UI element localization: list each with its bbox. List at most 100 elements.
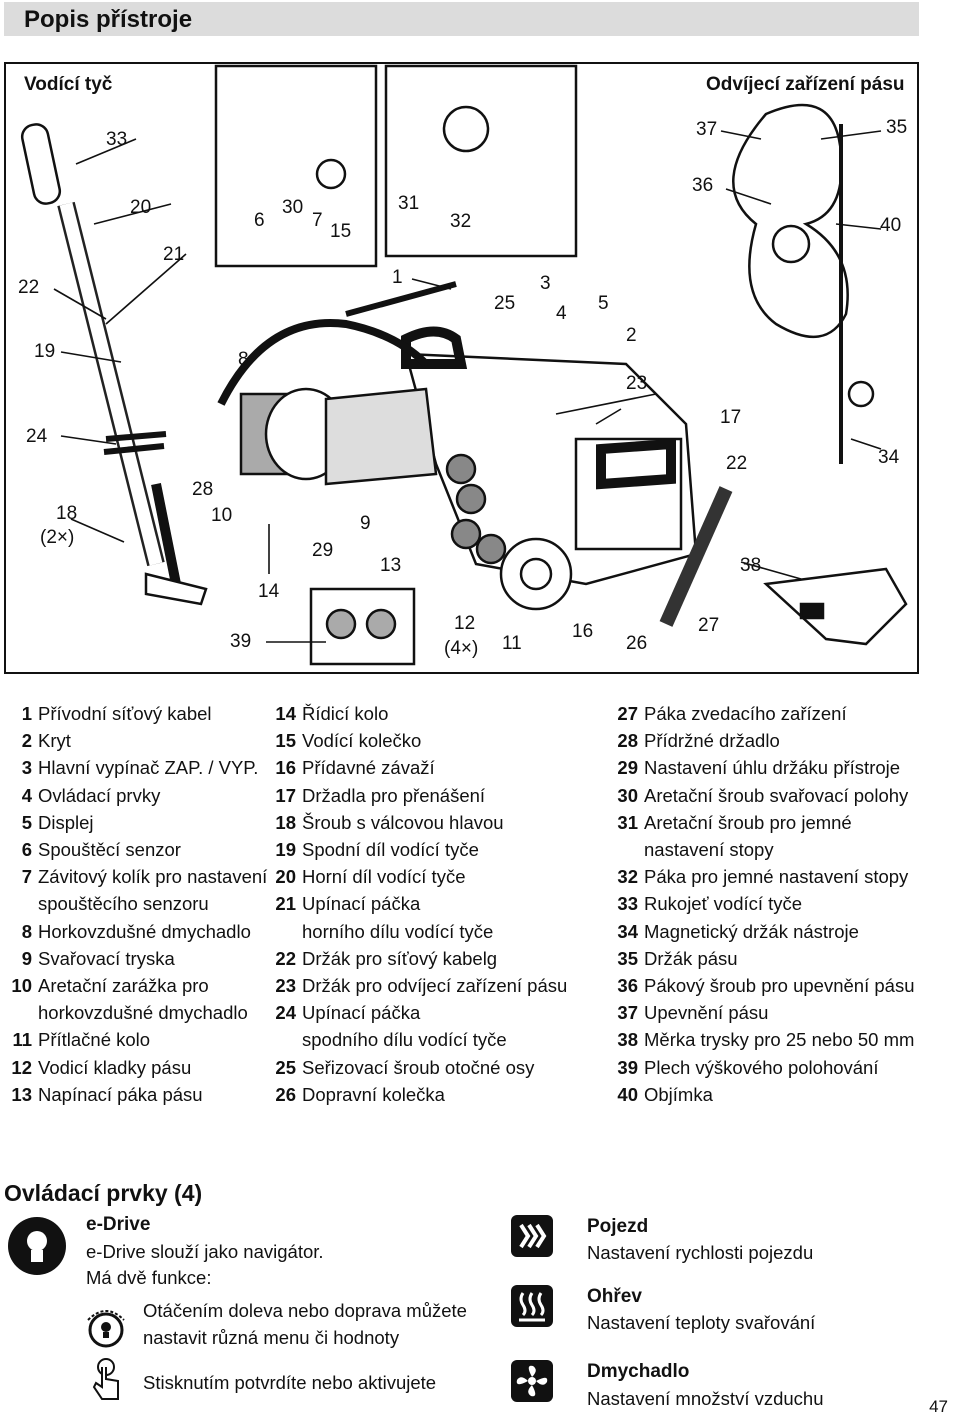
legend-item: horního dílu vodící tyče (270, 918, 567, 945)
legend-text: Přídavné závaží (302, 757, 435, 779)
callout: (4×) (444, 638, 479, 659)
legend-text: Vodicí kladky pásu (38, 1056, 192, 1078)
legend-item: 27 Páka zvedacího zařízení (612, 700, 914, 727)
legend-number: 24 (275, 1002, 296, 1024)
legend-text: Aretační zarážka pro (38, 975, 209, 997)
callout: 39 (230, 631, 252, 652)
legend-number: 16 (275, 757, 296, 779)
legend-number: 14 (275, 703, 296, 724)
legend-number: 3 (21, 757, 32, 779)
guide-bar-handle (20, 123, 62, 205)
callout: 9 (360, 513, 371, 534)
legend-number: 29 (617, 757, 638, 779)
legend-text: Hlavní vypínač ZAP. / VYP. (38, 757, 259, 779)
legend-text: Displej (38, 811, 94, 833)
callout: 22 (726, 453, 748, 474)
heat-text: Nastavení teploty svařování (587, 1312, 816, 1333)
callout: 18 (56, 503, 78, 524)
edrive-press: Stisknutím potvrdíte nebo aktivujete (143, 1372, 437, 1393)
legend-text: Páka zvedacího zařízení (644, 703, 847, 724)
fan-icon (511, 1360, 553, 1402)
legend-text: Držák pro síťový kabelg (302, 947, 498, 969)
legend-text: Měrka trysky pro 25 nebo 50 mm (644, 1029, 915, 1051)
legend-text: Přídržné držadlo (644, 730, 780, 752)
legend-item: 10 Aretační zarážka pro (6, 972, 267, 999)
legend-item: 22 Držák pro síťový kabelg (270, 945, 567, 972)
legend-text: horního dílu vodící tyče (302, 920, 494, 942)
device-drawing (20, 64, 908, 666)
drive-title: Pojezd (587, 1216, 649, 1237)
callout: 12 (454, 613, 476, 634)
page-number: 47 (929, 1397, 948, 1416)
legend-number: 4 (21, 784, 32, 806)
callout: 22 (18, 277, 40, 298)
callout: 36 (692, 175, 714, 196)
reel-holder (732, 103, 849, 339)
callout: 37 (696, 119, 718, 140)
blower-text: Nastavení množství vzduchu (587, 1388, 824, 1409)
inset-right (384, 64, 578, 258)
legend-text: Držadla pro přenášení (302, 784, 486, 806)
callout: 26 (626, 633, 648, 654)
legend-number: 34 (617, 920, 638, 942)
legend-number: 10 (11, 975, 32, 997)
callout: 29 (312, 540, 334, 561)
legend-item: 14 Řídicí kolo (270, 700, 567, 727)
legend-number: 36 (617, 975, 638, 997)
legend-text: Závitový kolík pro nastavení (38, 866, 268, 888)
callout: (2×) (40, 527, 75, 548)
legend-number: 27 (617, 703, 638, 724)
edrive-line-1: e-Drive slouží jako navigátor. (86, 1241, 324, 1262)
legend-text: spodního dílu vodící tyče (302, 1029, 507, 1051)
legend-text: Přítlačné kolo (38, 1029, 151, 1051)
blower-title: Dmychadlo (587, 1361, 690, 1382)
callout: 25 (494, 293, 516, 314)
legend-number: 26 (275, 1083, 296, 1105)
legend-text: Aretační šroub pro jemné (644, 811, 852, 833)
legend-text: horkovzdušné dmychadlo (38, 1002, 248, 1024)
callout: 21 (163, 244, 185, 265)
pressure-roller (499, 537, 573, 611)
callout: 4 (556, 303, 567, 324)
legend-text: Plech výškového polohování (644, 1056, 879, 1078)
legend-number: 25 (275, 1056, 296, 1078)
legend-text: Řídicí kolo (302, 703, 389, 724)
legend-number: 22 (275, 947, 296, 969)
legend-text: Svařovací tryska (38, 947, 175, 969)
drive-text: Nastavení rychlosti pojezdu (587, 1242, 814, 1263)
legend-number: 39 (617, 1056, 638, 1078)
callout: 6 (254, 210, 265, 231)
legend-text: Upevnění pásu (644, 1002, 769, 1024)
legend-number: 15 (275, 730, 296, 752)
legend-item: 3 Hlavní vypínač ZAP. / VYP. (6, 754, 267, 781)
legend-number: 21 (275, 893, 296, 915)
legend-text: Spouštěcí senzor (38, 839, 181, 861)
legend-number: 1 (21, 703, 32, 724)
callout: 11 (502, 633, 522, 654)
edrive-icon (8, 1217, 66, 1275)
guide-bar-heading: Vodící tyč (24, 74, 113, 95)
legend-text: Nastavení úhlu držáku přístroje (644, 757, 901, 779)
legend-item: spouštěcího senzoru (6, 890, 267, 917)
callout: 27 (698, 615, 720, 636)
legend-text: Pákový šroub pro upevnění pásu (644, 975, 915, 997)
